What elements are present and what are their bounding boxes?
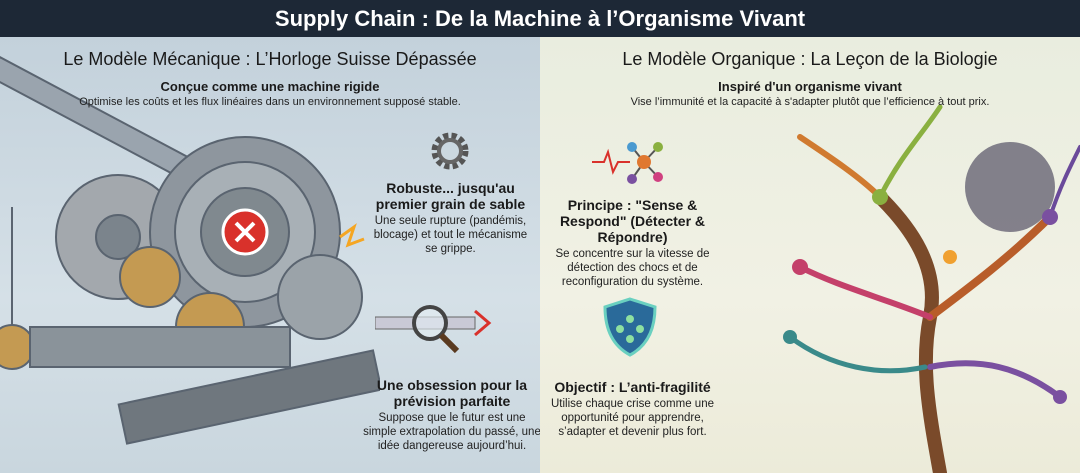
forecast-point-text: Suppose que le futur est une simple extr…	[363, 412, 540, 452]
mechanical-model-panel: Le Modèle Mécanique : L’Horloge Suisse D…	[0, 37, 540, 473]
antifragility-text: Utilise chaque crise comme une opportuni…	[551, 398, 714, 438]
sense-respond-heading: Principe : "Sense & Respond" (Détecter &…	[559, 197, 706, 245]
neural-tree-illustration	[783, 104, 1080, 473]
sense-respond-text: Se concentre sur la vitesse de détection…	[555, 248, 710, 288]
right-panel-description: Vise l’immunité et la capacité à s'adapt…	[630, 96, 990, 108]
antifragility-heading: Objectif : L’anti-fragilité	[554, 379, 711, 395]
page-title: Supply Chain : De la Machine à l’Organis…	[0, 0, 1080, 37]
forecast-point: Une obsession pour la prévision parfaite…	[362, 377, 540, 453]
gears-illustration	[0, 55, 380, 445]
left-panel-title: Le Modèle Mécanique : L’Horloge Suisse D…	[63, 49, 477, 69]
left-panel-description: Optimise les coûts et les flux linéaires…	[79, 96, 461, 108]
robust-point-heading: Robuste... jusqu'au premier grain de sab…	[375, 180, 526, 212]
robust-point: Robuste... jusqu'au premier grain de sab…	[368, 180, 533, 256]
right-panel-title: Le Modèle Organique : La Leçon de la Bio…	[622, 49, 998, 69]
sense-respond-point: Principe : "Sense & Respond" (Détecter &…	[540, 197, 725, 289]
network-pulse-icon	[592, 142, 663, 184]
gear-icon	[431, 132, 469, 170]
robust-point-text: Une seule rupture (pandémis, blocage) et…	[373, 215, 528, 255]
right-panel-subtitle: Inspiré d'un organisme vivant	[718, 79, 902, 94]
forecast-point-heading: Une obsession pour la prévision parfaite	[376, 377, 528, 409]
organic-model-panel: Le Modèle Organique : La Leçon de la Bio…	[540, 37, 1080, 473]
left-panel-subtitle: Conçue comme une machine rigide	[160, 79, 380, 94]
shield-icon	[603, 297, 657, 357]
antifragility-point: Objectif : L’anti-fragilité Utilise chaq…	[540, 379, 725, 439]
magnifier-icon	[375, 305, 492, 354]
